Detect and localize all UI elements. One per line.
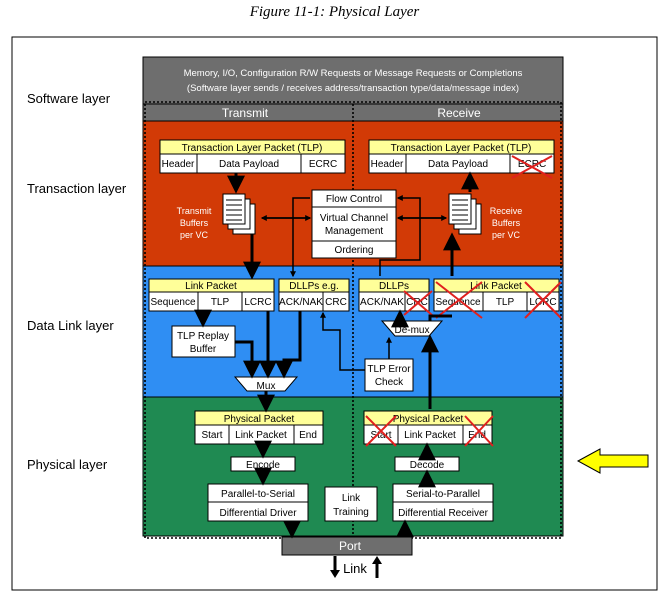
transmit-buffers-icon: [222, 193, 256, 235]
transmit-label: Transmit: [222, 106, 269, 120]
rx-tlp-ecrc: ECRC: [518, 159, 546, 170]
rx-s2p-label: Serial-to-Parallel: [406, 489, 480, 500]
rx-dllp-title: DLLPs: [379, 281, 409, 292]
rx-link-tlp: TLP: [496, 297, 515, 308]
rx-tlp-payload: Data Payload: [428, 159, 488, 170]
link-down-arrow-icon: [330, 556, 340, 578]
transmit-buffers-line-2: Buffers: [180, 218, 209, 228]
mux-label: Mux: [257, 381, 276, 392]
tx-tlp-payload: Data Payload: [219, 159, 279, 170]
tx-physical-link-packet: Link Packet: [235, 430, 287, 441]
tx-link-packet-title: Link Packet: [185, 281, 237, 292]
ordering-label: Ordering: [335, 245, 374, 256]
link-label: Link: [343, 561, 367, 576]
rx-start-strike-icon: [365, 415, 397, 447]
link-up-arrow-icon: [372, 556, 382, 578]
link-training-line-2: Training: [333, 507, 369, 518]
rx-tlp-header: Header: [371, 159, 404, 170]
decode-label: Decode: [410, 460, 445, 471]
rx-physical-end: End: [468, 430, 486, 441]
tlp-error-check-box: [364, 358, 414, 392]
data-link-layer-label: Data Link layer: [27, 318, 114, 333]
tx-dllp-fields: [278, 291, 350, 312]
link-training-box: [324, 486, 378, 522]
tlp-replay-buffer-line-2: Buffer: [190, 344, 217, 355]
tx-link-tlp: TLP: [211, 297, 230, 308]
software-layer-label: Software layer: [27, 91, 111, 106]
rx-physical-packet-title: Physical Packet: [393, 414, 464, 425]
rx-sequence-strike-icon: [435, 281, 483, 319]
receive-buffers-line-1: Receive: [490, 206, 523, 216]
physical-layer-label: Physical layer: [27, 457, 108, 472]
rx-end-strike-icon: [464, 415, 494, 447]
rx-link-lcrc: LCRC: [529, 297, 556, 308]
port-label: Port: [339, 539, 362, 553]
vc-management-box: [311, 206, 397, 242]
rx-link-sequence: Sequence: [435, 297, 480, 308]
tx-driver-box: [207, 501, 309, 522]
link-training-line-1: Link: [342, 493, 361, 504]
encode-label: Encode: [246, 460, 280, 471]
port-box: [281, 536, 413, 556]
flow-arrows: [194, 171, 479, 539]
receive-label: Receive: [437, 106, 481, 120]
flow-control-label: Flow Control: [326, 194, 382, 205]
tx-tlp-ecrc: ECRC: [309, 159, 337, 170]
rx-lcrc-strike-icon: [524, 281, 562, 319]
tx-link-lcrc: LCRC: [244, 297, 271, 308]
software-line-2: (Software layer sends / receives address…: [187, 83, 519, 94]
yellow-pointer-arrow-icon: [576, 448, 649, 474]
receive-buffers-line-3: per VC: [492, 230, 521, 240]
rx-receiver-box: [392, 501, 494, 522]
tx-physical-end: End: [299, 430, 317, 441]
rx-link-packet-fields: [433, 291, 560, 312]
tx-tlp-title: Transaction Layer Packet (TLP): [182, 143, 323, 154]
tx-dllp-acknak: ACK/NAK: [279, 297, 323, 308]
transmit-buffers-line-3: per VC: [180, 230, 209, 240]
rx-link-packet-title: Link Packet: [470, 281, 522, 292]
tlp-error-check-line-2: Check: [375, 377, 404, 388]
tx-dllp-title: DLLPs e.g.: [289, 281, 338, 292]
rx-ecrc-strike-icon: [511, 155, 553, 179]
receive-buffers-icon: [448, 193, 482, 235]
outer-frame: [11, 36, 658, 591]
tx-physical-packet-title: Physical Packet: [224, 414, 295, 425]
rx-receiver-label: Differential Receiver: [398, 508, 489, 519]
tx-driver-label: Differential Driver: [219, 508, 297, 519]
tx-dllp-crc: CRC: [325, 297, 347, 308]
rx-dllp-acknak: ACK/NAK: [360, 297, 404, 308]
vc-management-line-2: Management: [325, 226, 384, 237]
transaction-layer-label: Transaction layer: [27, 181, 127, 196]
software-layer-box: [142, 56, 564, 105]
tlp-error-check-line-1: TLP Error: [367, 364, 411, 375]
tx-physical-start: Start: [201, 430, 222, 441]
tx-p2s-label: Parallel-to-Serial: [221, 489, 295, 500]
rx-tlp-title: Transaction Layer Packet (TLP): [391, 143, 532, 154]
receive-buffers-line-2: Buffers: [492, 218, 521, 228]
tlp-replay-buffer-line-1: TLP Replay: [177, 331, 229, 342]
software-line-1: Memory, I/O, Configuration R/W Requests …: [184, 68, 523, 79]
rx-physical-start: Start: [370, 430, 391, 441]
ordering-box: [311, 240, 397, 259]
tlp-replay-buffer-box: [171, 325, 236, 358]
figure-title: Figure 11-1: Physical Layer: [249, 4, 420, 20]
rx-physical-link-packet: Link Packet: [404, 430, 456, 441]
vc-management-line-1: Virtual Channel: [320, 213, 388, 224]
tx-link-sequence: Sequence: [150, 297, 195, 308]
transmit-buffers-line-1: Transmit: [177, 206, 212, 216]
tx-tlp-fields: [159, 153, 346, 174]
demux-label: De-mux: [394, 325, 429, 336]
tx-tlp-header: Header: [162, 159, 195, 170]
